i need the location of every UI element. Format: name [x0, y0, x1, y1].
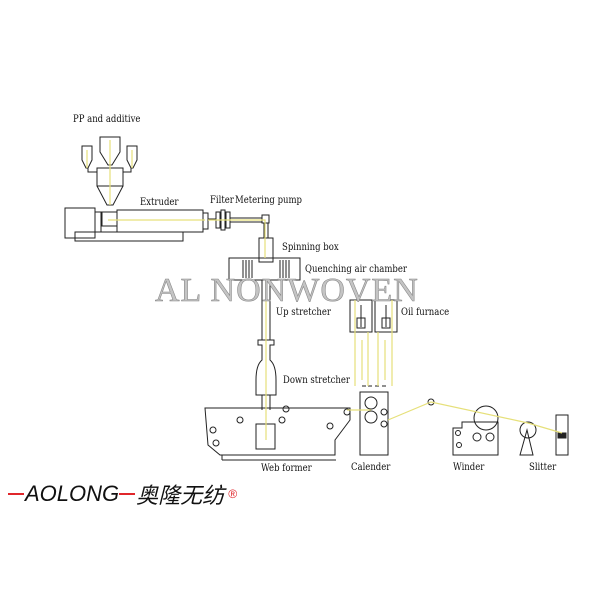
material-flow-lines [86, 140, 563, 440]
logo-latin: AOLONG [25, 481, 120, 506]
calender [359, 385, 389, 456]
label-spinning-box: Spinning box [282, 242, 339, 253]
label-calender: Calender [351, 462, 391, 473]
oil-furnaces [349, 299, 398, 333]
guide-roller [427, 398, 435, 406]
label-metering-pump: Metering pump [235, 195, 303, 206]
label-web-former: Web former [261, 463, 312, 474]
label-oil-furnace: Oil furnace [401, 307, 450, 318]
logo-chinese: 奥隆无纺 [136, 483, 225, 508]
web-former [204, 405, 351, 461]
metering-pump [258, 214, 274, 263]
winder [452, 405, 499, 456]
aolong-logo: AOLONG 奥隆无纺 ® [8, 478, 237, 510]
label-up-stretcher: Up stretcher [276, 307, 331, 318]
quenching-chamber [228, 257, 301, 281]
logo-dash [119, 493, 136, 495]
label-extruder: Extruder [140, 197, 179, 208]
watermark: AL NONWOVEN [155, 272, 419, 310]
logo-dash [8, 493, 24, 495]
extruder [64, 207, 209, 242]
label-slitter: Slitter [529, 462, 557, 473]
label-winder: Winder [453, 462, 485, 473]
label-down-stretcher: Down stretcher [283, 375, 351, 386]
label-filter: Filter [210, 195, 234, 206]
slitter [519, 414, 569, 456]
label-quenching-air-chamber: Quenching air chamber [305, 264, 407, 275]
registered-mark: ® [228, 487, 237, 501]
label-pp-additive: PP and additive [73, 114, 141, 125]
